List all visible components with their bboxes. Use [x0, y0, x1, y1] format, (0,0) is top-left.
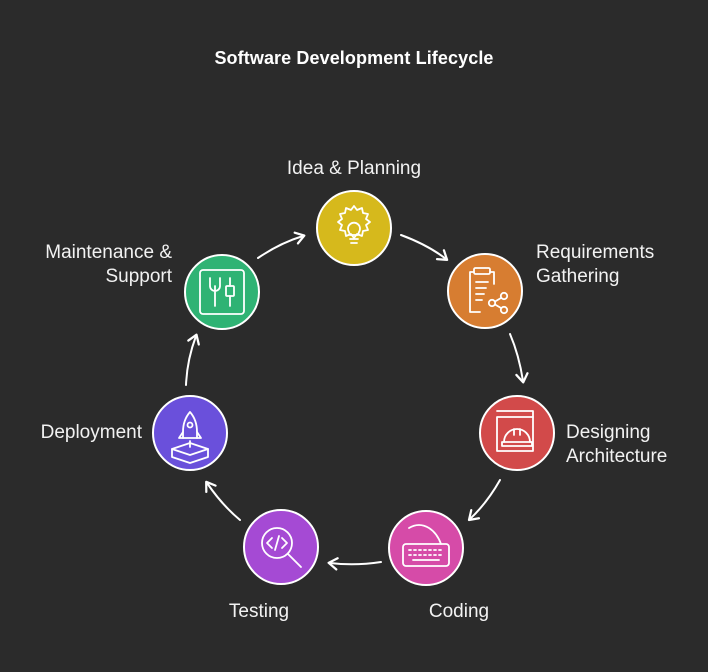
arrow-coding-to-testing	[327, 557, 382, 571]
tools-icon	[199, 269, 245, 315]
label-requirements-gathering: Requirements Gathering	[536, 242, 655, 287]
step-maintenance-support	[184, 254, 260, 330]
arrow-idea-to-requirements	[400, 234, 449, 261]
label-maintenance-support: Maintenance & Support	[45, 242, 172, 287]
keyboard-icon	[402, 524, 450, 567]
diagram-title: Software Development Lifecycle	[214, 48, 494, 68]
clipboard-share-icon	[469, 267, 509, 315]
step-designing-architecture	[479, 395, 555, 471]
rocket-launch-icon	[171, 411, 209, 464]
arrow-requirements-to-design	[509, 333, 529, 384]
step-deployment	[152, 395, 228, 471]
arrow-design-to-coding	[467, 479, 501, 522]
code-magnifier-icon	[261, 527, 302, 568]
label-coding: Coding	[428, 601, 490, 622]
step-requirements-gathering	[447, 253, 523, 329]
arrow-deployment-to-maintenance	[185, 333, 200, 386]
label-deployment: Deployment	[40, 422, 142, 443]
arrow-maintenance-to-idea	[257, 231, 306, 259]
step-testing	[243, 509, 319, 585]
label-designing-architecture: Designing Architecture	[566, 422, 668, 467]
step-idea-planning	[316, 190, 392, 266]
label-idea-planning: Idea & Planning	[286, 158, 422, 179]
arrow-testing-to-deployment	[205, 480, 241, 521]
lightbulb-gear-icon	[337, 205, 371, 244]
step-coding	[388, 510, 464, 586]
hardhat-blueprint-icon	[496, 410, 534, 452]
label-testing: Testing	[228, 601, 290, 622]
